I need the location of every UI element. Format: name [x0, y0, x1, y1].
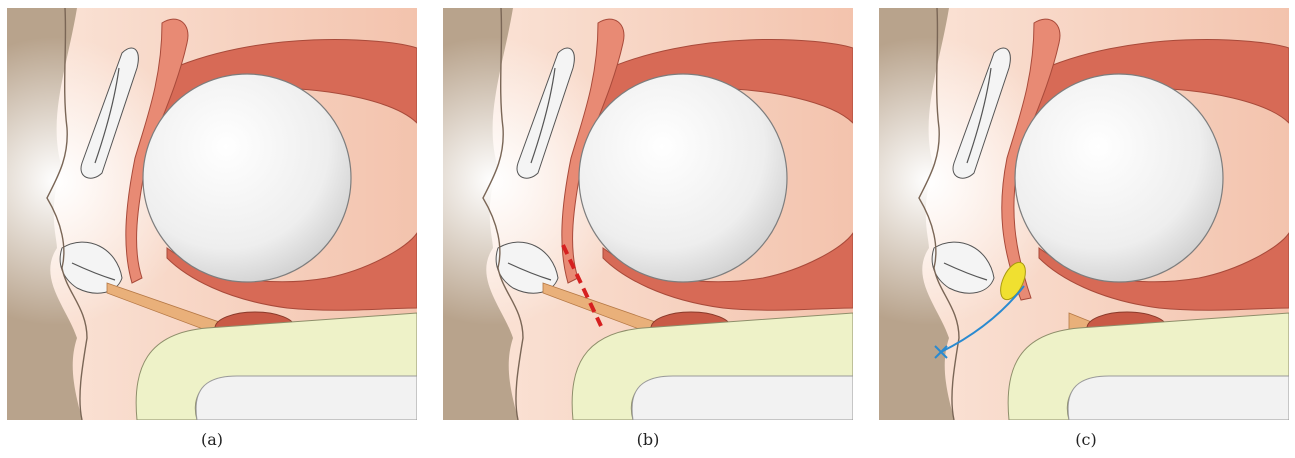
maxillary-sinus: [632, 376, 853, 420]
eye-globe: [143, 74, 351, 282]
eye-globe: [1015, 74, 1223, 282]
maxillary-sinus: [1068, 376, 1289, 420]
panel-b: [443, 8, 853, 420]
eye-globe: [579, 74, 787, 282]
panel-b-illustration: [443, 8, 853, 420]
panel-a-illustration: [7, 8, 417, 420]
panel-c: [879, 8, 1289, 420]
caption-b: (b): [628, 430, 668, 449]
caption-c: (c): [1066, 430, 1106, 449]
panel-c-illustration: [879, 8, 1289, 420]
caption-a: (a): [192, 430, 232, 449]
panel-a: [7, 8, 417, 420]
maxillary-sinus: [196, 376, 417, 420]
